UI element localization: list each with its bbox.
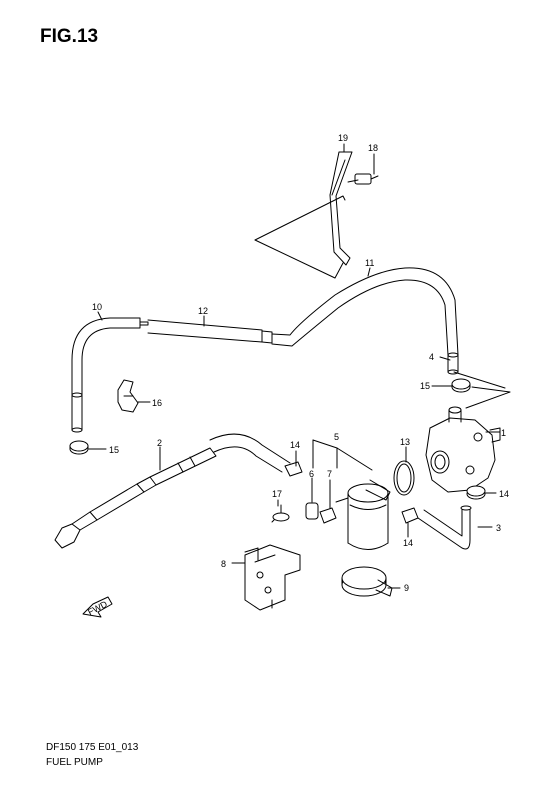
callout-18: 18 <box>368 143 378 153</box>
callout-3: 3 <box>496 523 501 533</box>
callout-17: 17 <box>272 489 282 499</box>
fuel-pump-part-1[interactable] <box>425 406 501 493</box>
clamp-part-15-upper[interactable] <box>451 378 471 393</box>
clamp-part-7[interactable] <box>319 507 337 524</box>
fwd-direction-arrow <box>82 596 113 618</box>
callout-1: 1 <box>501 428 506 438</box>
bolt-part-18[interactable] <box>347 157 379 185</box>
bracket-part-19[interactable] <box>329 151 353 266</box>
diagram-name: FUEL PUMP <box>46 757 103 768</box>
o-ring-part-13[interactable] <box>393 460 415 496</box>
callout-16: 16 <box>152 398 162 408</box>
callout-5: 5 <box>334 432 339 442</box>
callout-13: 13 <box>400 437 410 447</box>
bracket-part-8[interactable] <box>244 544 301 611</box>
clamp-ring-part-9[interactable] <box>341 566 393 597</box>
clamp-part-14-left[interactable] <box>284 461 303 477</box>
clamp-part-14-right[interactable] <box>466 485 486 500</box>
callout-7: 7 <box>327 469 332 479</box>
callout-labels: 1 2 3 4 5 6 7 8 9 10 11 12 13 14 14 14 1… <box>86 133 509 617</box>
callout-4: 4 <box>429 352 434 362</box>
callout-14-right: 14 <box>499 489 509 499</box>
hose-part-3[interactable] <box>417 505 472 550</box>
callout-10: 10 <box>92 302 102 312</box>
fitting-part-6[interactable] <box>305 502 319 520</box>
callout-15-left: 15 <box>109 445 119 455</box>
callout-6: 6 <box>309 469 314 479</box>
clip-part-16[interactable] <box>117 379 139 413</box>
clamp-part-14-lower[interactable] <box>401 507 419 524</box>
callout-12: 12 <box>198 306 208 316</box>
callout-2: 2 <box>157 438 162 448</box>
bolt-part-17[interactable] <box>271 504 290 523</box>
clamp-part-15-left[interactable] <box>69 440 89 455</box>
diagram-code: DF150 175 E01_013 <box>46 742 139 753</box>
figure-title: FIG.13 <box>40 26 99 47</box>
hose-part-2[interactable] <box>54 433 291 549</box>
callout-11: 11 <box>365 258 374 268</box>
callout-14-left: 14 <box>290 440 300 450</box>
callout-8: 8 <box>221 559 226 569</box>
fuel-filter-part-5[interactable] <box>335 479 391 550</box>
callout-15-upper: 15 <box>420 381 430 391</box>
callout-19: 19 <box>338 133 348 143</box>
callout-14-lower: 14 <box>403 538 413 548</box>
hose-part-11-12-10[interactable] <box>71 267 459 433</box>
callout-9: 9 <box>404 583 409 593</box>
